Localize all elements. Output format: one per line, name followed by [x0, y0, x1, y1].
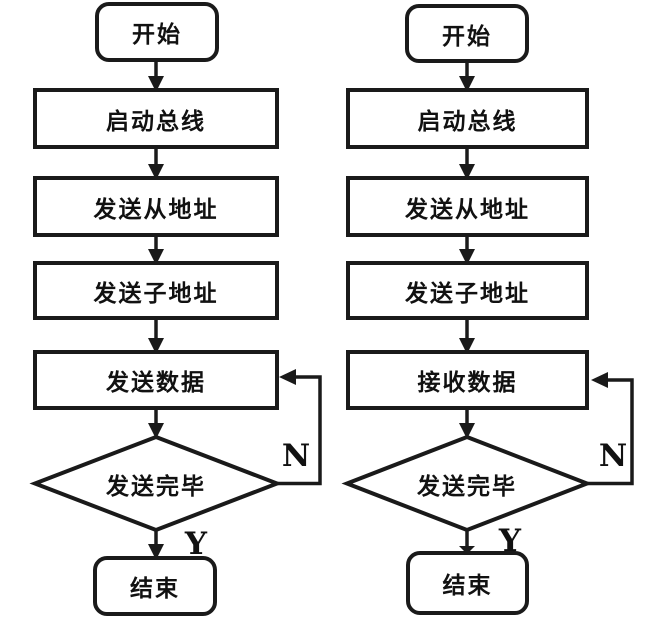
- arrowhead: [148, 76, 164, 92]
- send-loop-connector: [277, 369, 322, 486]
- receive-arrow-3: [459, 235, 475, 265]
- receive-process-box-3: [346, 261, 589, 320]
- send-arrow-1: [148, 60, 164, 92]
- receive-arrow-5: [459, 408, 475, 439]
- receive-end-terminal-shape: [406, 551, 529, 615]
- send-flowchart: [29, 2, 322, 616]
- receive-process-box-2: [346, 176, 589, 237]
- arrowhead: [459, 338, 475, 354]
- send-process-box-4: [33, 350, 279, 410]
- loop-stem: [277, 375, 322, 486]
- send-arrow-5: [148, 408, 164, 439]
- receive-arrow-1: [459, 61, 475, 92]
- arrowhead: [148, 338, 164, 354]
- send-end-terminal-shape: [93, 556, 217, 616]
- send-start-terminal-shape: [95, 2, 219, 62]
- receive-arrow-6: [459, 530, 475, 554]
- receive-loop-connector: [587, 372, 634, 486]
- arrowhead: [459, 423, 475, 439]
- receive-process-box-1: [346, 88, 589, 149]
- arrowhead: [459, 164, 475, 180]
- arrowhead: [459, 76, 475, 92]
- receive-start-terminal-shape: [405, 4, 529, 63]
- arrowhead: [148, 544, 164, 560]
- arrowhead: [148, 164, 164, 180]
- send-arrow-2: [148, 147, 164, 180]
- receive-arrow-4: [459, 318, 475, 354]
- receive-arrow-2: [459, 147, 475, 180]
- arrowhead: [459, 249, 475, 265]
- send-arrow-6: [148, 530, 164, 560]
- arrowhead: [591, 372, 608, 388]
- loop-stem: [587, 378, 634, 486]
- send-arrow-4: [148, 318, 164, 354]
- send-process-box-1: [33, 88, 279, 149]
- send-decision-diamond-shape: [29, 434, 283, 533]
- arrowhead: [459, 546, 475, 554]
- receive-process-box-4: [346, 350, 589, 410]
- receive-flowchart: [341, 4, 634, 615]
- arrowhead: [148, 249, 164, 265]
- send-process-box-3: [33, 261, 279, 320]
- receive-decision-diamond-shape: [341, 434, 593, 533]
- arrowhead: [148, 423, 164, 439]
- send-arrow-3: [148, 235, 164, 265]
- send-process-box-2: [33, 176, 279, 237]
- arrowhead: [279, 369, 296, 385]
